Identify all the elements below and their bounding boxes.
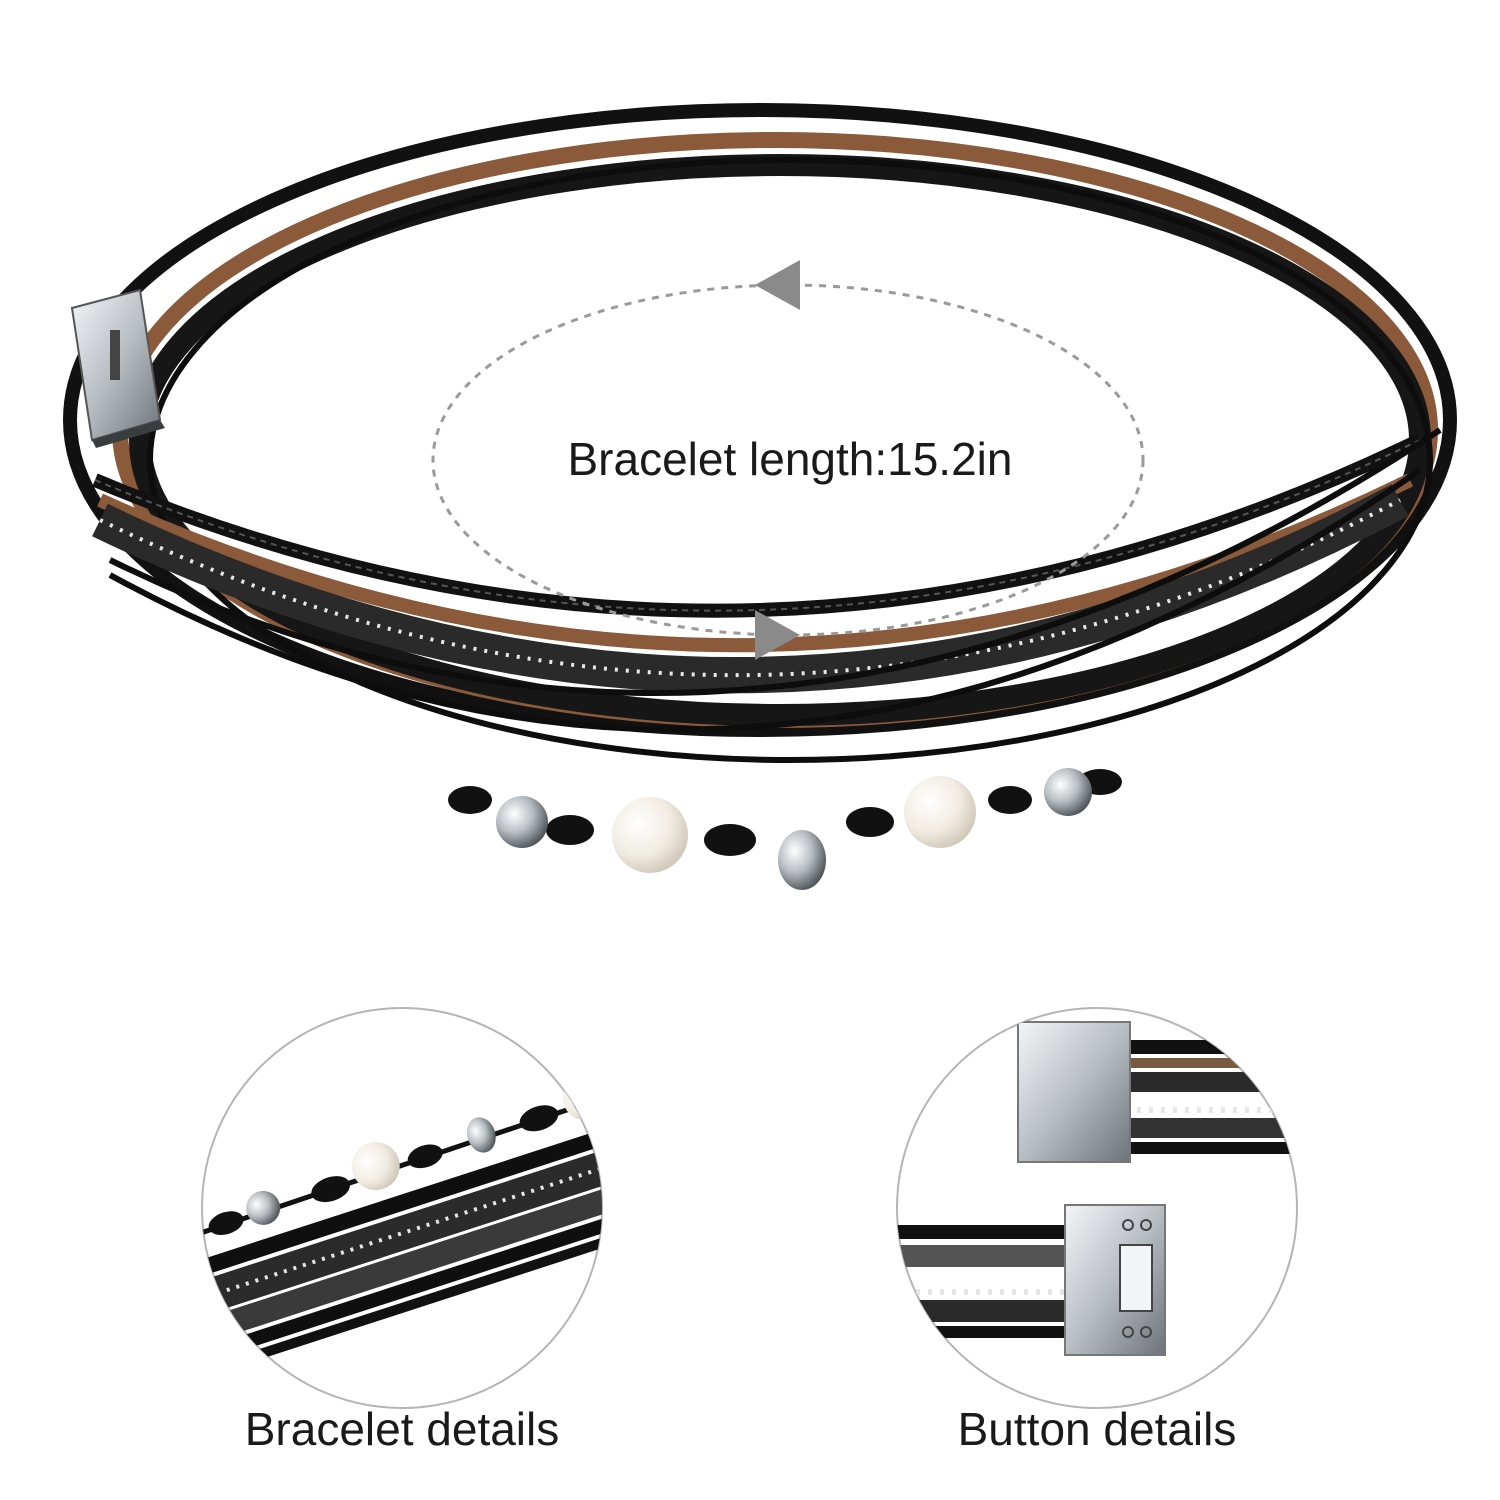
arrow-right-icon bbox=[755, 610, 800, 660]
pearl-1 bbox=[612, 797, 688, 873]
silver-bead-2 bbox=[778, 830, 826, 890]
length-indicator bbox=[431, 260, 1145, 660]
braided-cord-back bbox=[63, 103, 1457, 737]
thin-cord-front-1 bbox=[108, 427, 1442, 696]
button-details-caption: Button details bbox=[957, 1403, 1237, 1455]
arrow-left-icon bbox=[755, 260, 800, 310]
bracelet-main bbox=[63, 103, 1457, 890]
rhinestone-band-front bbox=[92, 484, 1409, 694]
silver-bead-1 bbox=[496, 796, 548, 848]
clasp-top bbox=[1017, 1021, 1131, 1163]
bracelet-length-label: Bracelet length:15.2in bbox=[567, 433, 1013, 485]
knot-group bbox=[448, 769, 1122, 856]
button-details-circle bbox=[896, 1007, 1298, 1409]
bracelet-details-caption: Bracelet details bbox=[244, 1403, 560, 1455]
dashed-ellipse bbox=[431, 283, 1145, 637]
pearl-2 bbox=[904, 776, 976, 848]
magnetic-clasp bbox=[70, 288, 165, 448]
thin-cord-front-2 bbox=[108, 467, 1422, 733]
silver-bead-3 bbox=[1044, 768, 1092, 816]
bracelet-details-circle bbox=[201, 1007, 603, 1409]
thin-cord-back bbox=[147, 157, 1433, 763]
